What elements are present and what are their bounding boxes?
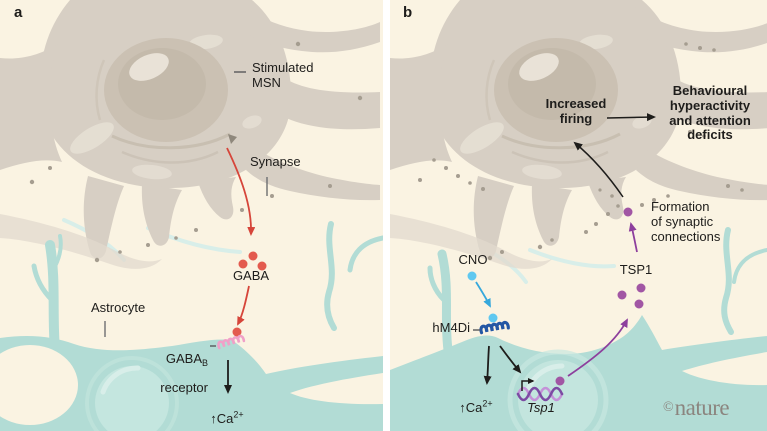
cno-molecule bbox=[467, 271, 477, 281]
tsp1-secretion-arrow bbox=[567, 318, 628, 377]
tsp1-at-synapse bbox=[623, 207, 633, 217]
synapse-dots bbox=[418, 42, 744, 261]
stimulated-msn-neuron bbox=[0, 0, 382, 269]
msn-neuron bbox=[390, 0, 767, 269]
nature-logo: nature bbox=[674, 395, 730, 420]
gene-activation-arrow bbox=[499, 345, 522, 374]
tsp1-to-synapse-arrow bbox=[628, 222, 638, 253]
nature-watermark: © nature bbox=[663, 395, 730, 421]
gaba-vesicles bbox=[238, 251, 267, 271]
tsp1-protein-molecule bbox=[555, 376, 565, 386]
synaptic-specks bbox=[29, 41, 363, 263]
label-pointers bbox=[104, 71, 268, 347]
panel-b-artwork bbox=[390, 0, 767, 431]
gaba-release-arrow bbox=[226, 147, 256, 236]
synapse-to-firing-arrow bbox=[573, 141, 624, 198]
calcium-increase-arrow bbox=[483, 345, 492, 385]
tsp1-gene-icon bbox=[516, 378, 564, 402]
astrocyte-cell bbox=[0, 221, 383, 431]
cno-binding-arrow bbox=[475, 281, 491, 308]
transcription-start-arrow bbox=[521, 378, 535, 391]
gaba-molecule bbox=[232, 327, 242, 337]
astrocyte-cell bbox=[390, 227, 767, 431]
gaba-to-receptor-arrow bbox=[237, 285, 250, 326]
tsp1-protein-dots bbox=[617, 283, 646, 309]
panel-a-artwork bbox=[0, 0, 383, 431]
copyright-symbol: © bbox=[663, 400, 674, 415]
firing-to-behaviour-arrow bbox=[606, 113, 656, 122]
cno-molecule-bound bbox=[488, 313, 498, 323]
